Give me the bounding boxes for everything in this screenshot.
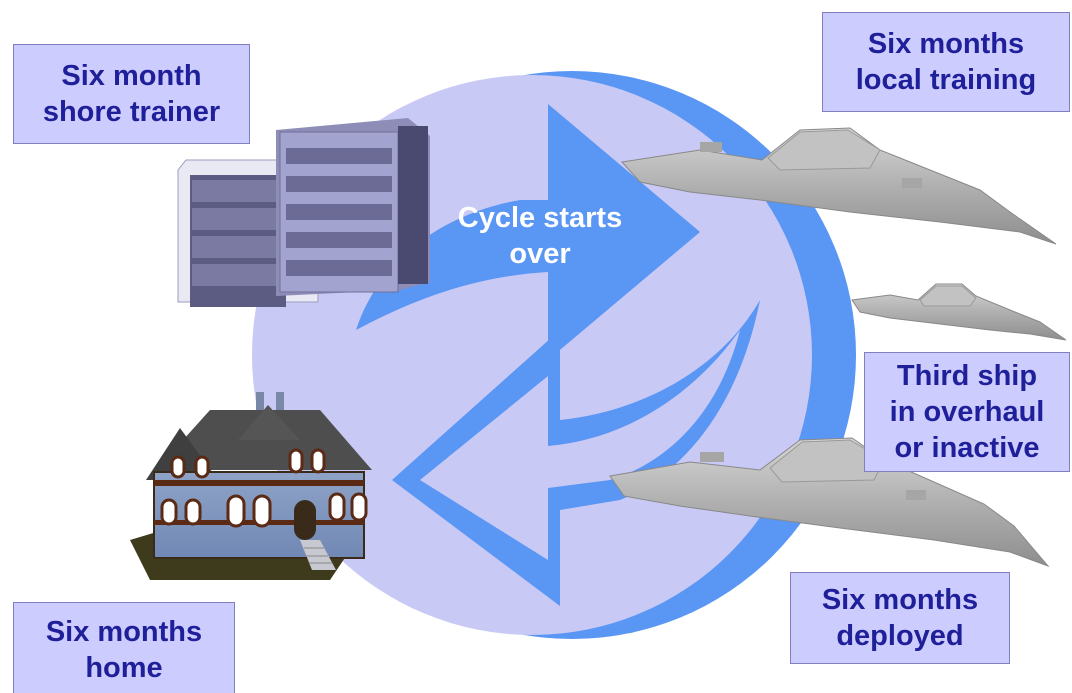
destroyer-ship-icon-top	[621, 127, 1057, 245]
house-icon	[130, 392, 372, 580]
label-shore-trainer: Six month shore trainer	[13, 44, 250, 144]
cycle-starts-over-label: Cycle starts over	[457, 202, 623, 270]
office-building-icon	[177, 118, 430, 307]
label-deployed: Six months deployed	[790, 572, 1010, 664]
cycle-arrow-top	[356, 104, 700, 360]
destroyer-ship-icon-bottom	[609, 437, 1050, 568]
cycle-arrow-bottom-inner	[420, 330, 740, 560]
destroyer-ship-icon-middle	[851, 283, 1067, 341]
label-third-ship: Third ship in overhaul or inactive	[864, 352, 1070, 472]
label-home: Six months home	[13, 602, 235, 693]
label-local-training: Six months local training	[822, 12, 1070, 112]
